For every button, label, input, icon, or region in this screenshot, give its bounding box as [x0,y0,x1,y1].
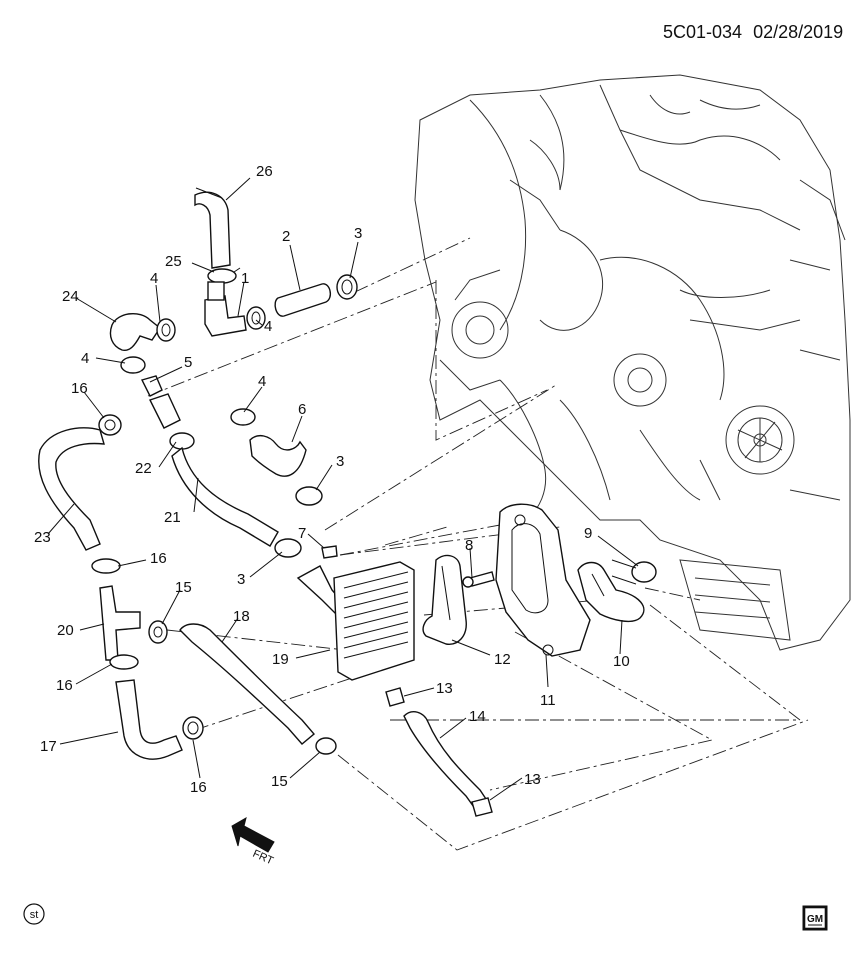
footer-badge: st [23,903,45,925]
part-13-fitting-lower [471,797,493,817]
st-badge-icon [23,903,45,925]
callout-3-lower: 3 [237,571,245,588]
callout-7: 7 [298,525,306,542]
front-direction-indicator: FRT [231,816,275,868]
part-21-hose [171,446,279,547]
part-23-hose [38,427,105,551]
part-1-tee-connector [204,281,247,337]
part-10-gasket [577,561,645,623]
part-4-clamp-upper-left [156,318,176,342]
front-arrow-icon [231,816,275,853]
callout-3-top: 3 [354,225,362,242]
callout-16-lower: 16 [56,677,73,694]
callout-19: 19 [272,651,289,668]
part-26-hose [194,187,231,269]
part-8-bolt [462,571,495,588]
part-3-clamp-top [336,274,358,300]
part-12-gasket [422,554,467,645]
callout-2: 2 [282,228,290,245]
part-20-tee [99,585,141,661]
callout-25: 25 [165,253,182,270]
gm-logo: GM [802,905,828,931]
callout-20: 20 [57,622,74,639]
callout-5: 5 [184,354,192,371]
diagram-ref-date: 02/28/2019 [753,22,844,42]
part-15-clamp-upper [148,620,168,644]
callout-leaders [47,177,639,801]
part-4-clamp-mid [230,408,256,426]
callout-12: 12 [494,651,511,668]
part-18-hose [179,623,315,745]
callout-4-left: 4 [81,350,89,367]
callout-4-mid: 4 [258,373,266,390]
part-4-clamp-right [246,306,266,330]
engine-illustration [414,74,851,651]
part-24-elbow [109,313,161,352]
callout-15-lower: 15 [271,773,288,790]
callout-9: 9 [584,525,592,542]
diagram-ref-number: 5C01-034 [663,22,743,42]
part-16-clamp-top [98,414,122,436]
callout-16-top: 16 [71,380,88,397]
callout-4-right: 4 [264,318,272,335]
part-7-bolt [321,545,338,559]
callout-4-upper: 4 [150,270,158,287]
part-22-clamp [169,432,195,450]
part-16-clamp-left [91,558,121,574]
part-5-connector [140,375,181,429]
part-11-housing [495,503,591,657]
part-2-hose [274,283,332,317]
part-16-clamp-bottom [182,716,204,740]
part-14-pipe [403,711,489,811]
part-9-seal [611,559,657,585]
callout-11: 11 [540,692,556,709]
leader-lines [147,237,809,851]
callout-13-upper: 13 [436,680,453,697]
callout-3-mid: 3 [336,453,344,470]
callout-24: 24 [62,288,79,305]
callout-21: 21 [164,509,181,526]
part-25-clamp [207,267,241,284]
callout-13-lower: 13 [524,771,541,788]
footer-badge-text: st [30,909,39,921]
diagram-reference: 5C01-034 02/28/2019 [663,22,843,43]
part-16-clamp-lower [109,654,139,670]
part-19-oil-cooler [296,561,415,681]
callout-26: 26 [256,163,273,180]
part-17-hose [115,679,183,760]
front-label: FRT [251,848,275,868]
callout-14: 14 [469,708,486,725]
part-6-elbow-hose [249,434,307,477]
callout-8: 8 [465,537,473,554]
part-3-clamp-mid [295,486,323,506]
part-13-fitting-upper [385,687,405,707]
gm-logo-text: GM [807,914,823,925]
callout-23: 23 [34,529,51,546]
callout-labels: 26 25 1 2 3 4 24 4 4 5 16 4 6 22 21 3 23… [34,163,630,796]
callout-15-upper: 15 [175,579,192,596]
callout-10: 10 [613,653,630,670]
callout-16-bottom: 16 [190,779,207,796]
callout-6: 6 [298,401,306,418]
callout-22: 22 [135,460,152,477]
callout-18: 18 [233,608,250,625]
part-4-clamp-left [120,356,146,374]
callout-17: 17 [40,738,57,755]
callout-1: 1 [241,270,249,287]
part-15-clamp-lower [315,737,337,755]
callout-16-left: 16 [150,550,167,567]
